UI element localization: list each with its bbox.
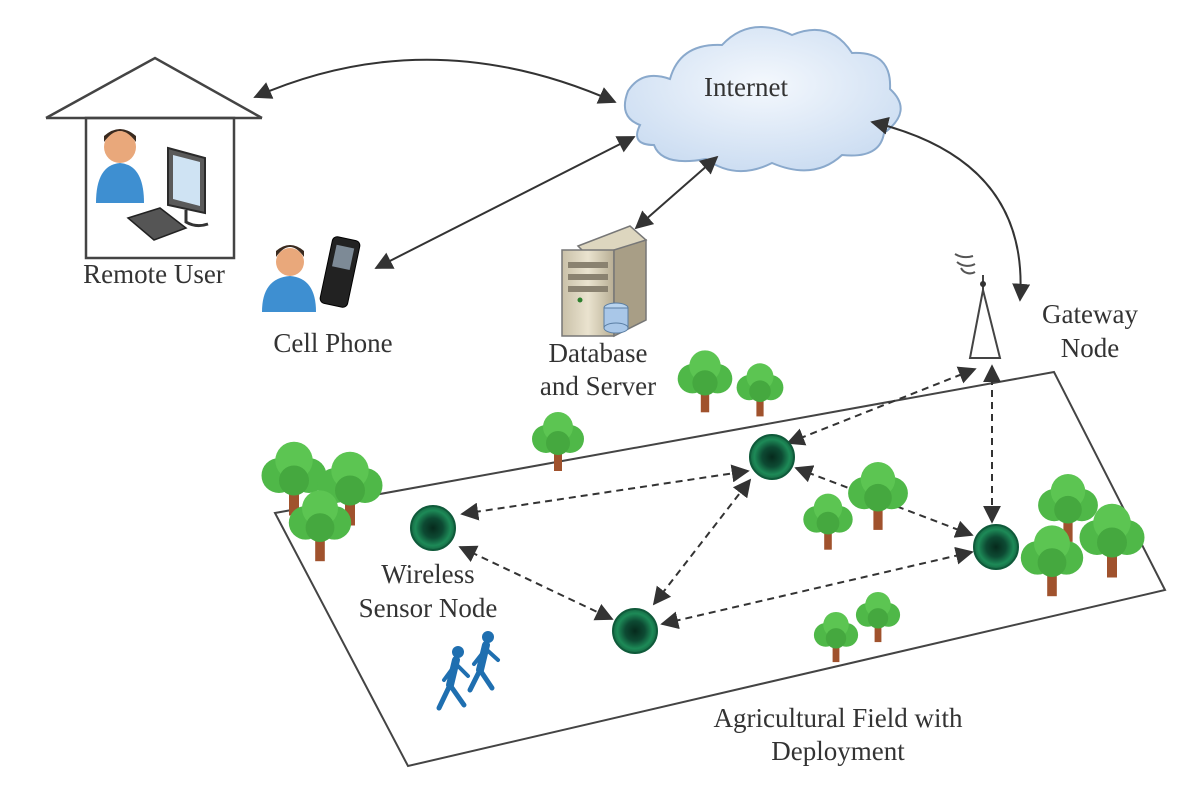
sensor-node-icon [749,434,795,480]
link-s3-s4 [660,546,974,630]
link-s2-gateway [786,366,977,446]
tree-icon [736,363,784,417]
link-s1-s2 [460,464,750,521]
gateway-label-line1: Gateway [1042,299,1138,329]
cell-phone-label: Cell Phone [273,328,392,358]
sensor-label-line2: Sensor Node [359,593,498,623]
server-icon [561,225,648,338]
link-s2-s4 [794,465,974,538]
field-label-line2: Deployment [771,736,905,766]
link-s1-s3 [458,545,614,621]
link-gateway-internet [870,117,1031,302]
link-remote-user-internet [253,58,617,104]
database-label-line2: and Server [540,371,656,401]
antenna-icon [954,253,1002,359]
sensor-node-icon [612,608,658,654]
internet-label: Internet [704,72,788,102]
remote-user-label: Remote User [83,259,225,289]
link-server-internet [634,155,719,230]
link-s3-s2 [652,478,752,606]
tree-icon [1020,525,1084,597]
sensor-node-icon [410,505,456,551]
user-icon [96,129,144,203]
tree-icon [855,591,901,643]
house-icon [45,56,263,260]
sensor-node-icon [973,524,1019,570]
field-label-line1: Agricultural Field with [714,703,963,733]
link-cell-phone-internet [374,136,636,269]
monitor-icon [167,146,209,228]
tree-icon [813,611,859,663]
keyboard-icon [126,207,188,241]
cell-phone-user-icon [262,245,316,312]
tree-icon [677,350,733,413]
walking-people-icon [436,631,500,711]
phone-icon [319,236,361,308]
tree-icon [803,493,853,550]
sensor-label-line1: Wireless [381,559,474,589]
wireless-links [458,364,1001,630]
database-label-line1: Database [549,338,648,368]
tree-icon [848,462,908,530]
gateway-label-line2: Node [1061,333,1119,363]
solid-links [253,58,1031,302]
tree-icon [532,412,584,471]
